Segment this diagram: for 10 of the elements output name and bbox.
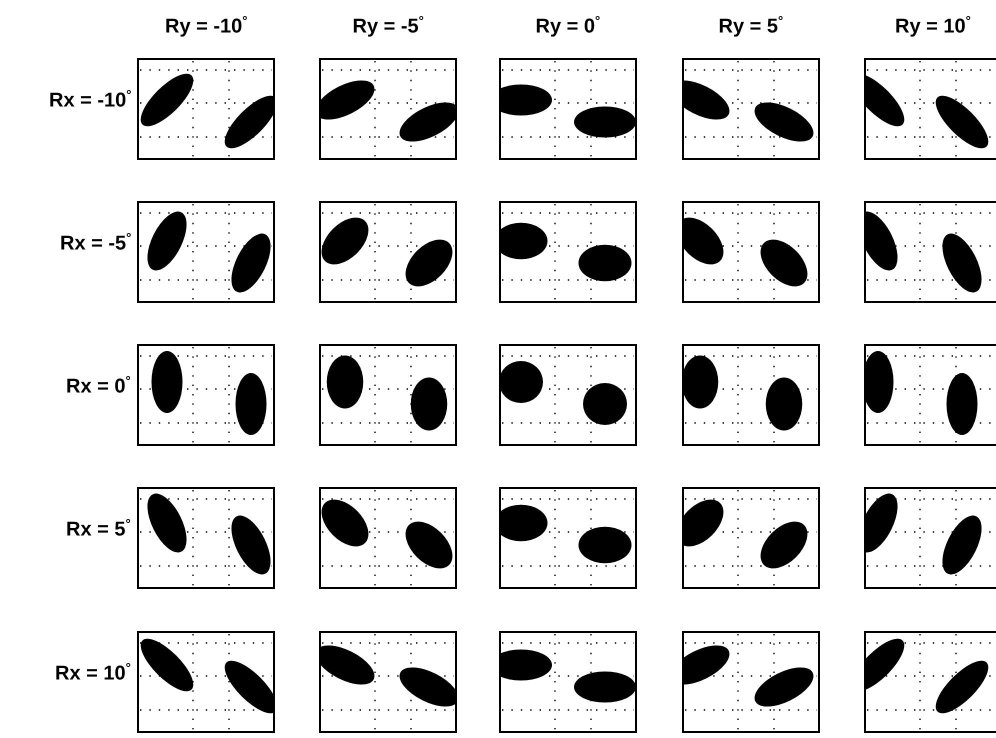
row-heading: Rx = 5$^{°}$ xyxy=(66,517,131,540)
column-heading: Ry = -10$^{°}$ xyxy=(165,14,248,37)
column-heading: Ry = 5$^{°}$ xyxy=(718,14,784,37)
column-heading: Ry = 0$^{°}$ xyxy=(536,14,600,37)
column-heading: Ry = -5$^{°}$ xyxy=(352,14,424,37)
column-heading: Ry = 10$^{°}$ xyxy=(895,14,971,37)
row-heading: Rx = -10$^{°}$ xyxy=(49,88,132,111)
row-heading: Rx = -5$^{°}$ xyxy=(60,231,132,254)
row-heading: Rx = 10$^{°}$ xyxy=(55,661,131,684)
row-heading: Rx = 0$^{°}$ xyxy=(66,374,131,397)
